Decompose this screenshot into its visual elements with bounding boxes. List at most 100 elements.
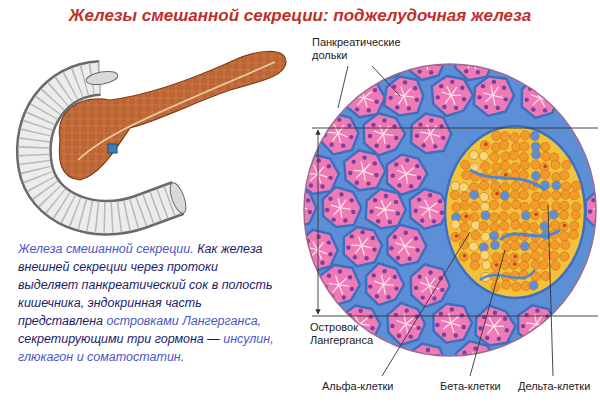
islet-cell — [531, 160, 540, 169]
nucleus — [435, 50, 439, 54]
acinus-lumen — [493, 95, 495, 105]
nucleus — [593, 315, 597, 319]
description-text: Железа смешанной секреции. Как железа вн… — [18, 240, 276, 366]
acinus — [366, 189, 406, 228]
nucleus — [300, 294, 304, 298]
islet-cell — [470, 261, 479, 270]
nucleus — [492, 80, 496, 84]
granule — [563, 224, 567, 228]
nucleus — [553, 66, 557, 70]
nucleus — [457, 59, 461, 63]
acinus-lumen — [584, 325, 588, 334]
islet-cell — [469, 150, 478, 159]
acinus-lumen — [507, 56, 517, 57]
nucleus — [308, 210, 312, 214]
nucleus — [325, 208, 329, 212]
acinus — [298, 155, 339, 194]
acinus-lumen — [381, 50, 385, 59]
granule — [543, 165, 547, 169]
islet-cell — [451, 182, 460, 191]
acinus-lumen — [597, 210, 600, 218]
nucleus — [415, 164, 419, 168]
islet-cell — [480, 250, 489, 259]
nucleus — [369, 314, 373, 318]
nucleus — [353, 255, 357, 259]
islet-cell — [541, 271, 550, 280]
nucleus — [382, 269, 386, 273]
nucleus — [282, 132, 286, 136]
acinus-body — [543, 345, 581, 385]
islet-cell — [551, 261, 560, 270]
acinus-lumen — [430, 126, 436, 134]
acinus-lumen — [494, 319, 501, 326]
islet-cell — [521, 221, 530, 230]
acinus-lumen — [385, 59, 395, 60]
nucleus — [296, 373, 300, 377]
acinus-lumen — [290, 132, 298, 138]
nucleus — [390, 324, 394, 328]
acinus-lumen — [309, 97, 317, 103]
nucleus — [382, 118, 386, 122]
acinus-lumen — [420, 363, 427, 370]
islet-cell — [512, 200, 521, 209]
acinus-lumen — [552, 53, 561, 56]
acinus-lumen — [356, 171, 364, 178]
acinus-lumen — [491, 86, 493, 96]
islet-cell — [500, 132, 509, 141]
acinus-lumen — [291, 353, 293, 363]
nucleus — [464, 69, 468, 73]
acinus-lumen — [425, 200, 429, 209]
nucleus — [592, 352, 596, 356]
acinus-lumen — [517, 57, 527, 59]
acinus-body — [585, 37, 600, 76]
nucleus — [370, 363, 374, 367]
acinus-lumen — [557, 48, 562, 57]
islet-cell — [560, 201, 569, 210]
acinus-lumen — [340, 208, 350, 209]
acinus-lumen — [514, 362, 524, 363]
acinus-lumen — [406, 168, 414, 174]
islet-cell — [510, 190, 519, 199]
acinus-lumen — [405, 246, 409, 255]
nucleus — [350, 287, 354, 291]
acinus-body — [384, 77, 423, 116]
acinus-lumen — [561, 49, 568, 56]
islet-cell — [490, 231, 499, 240]
acinus-body — [410, 189, 449, 229]
islet-cell — [499, 211, 508, 220]
acinus-lumen — [598, 57, 600, 65]
nucleus — [417, 275, 421, 279]
acinus — [279, 189, 317, 227]
acinus-lumen — [294, 198, 297, 208]
acinus-lumen — [473, 51, 478, 60]
acinus-body — [586, 189, 600, 230]
nucleus — [301, 97, 305, 101]
islet-cell — [490, 213, 499, 222]
acinus-lumen — [404, 96, 407, 106]
nucleus — [502, 57, 506, 61]
acinus — [364, 113, 406, 155]
nucleus — [450, 307, 454, 311]
acinus — [543, 345, 581, 385]
nucleus — [300, 218, 304, 222]
nucleus — [590, 132, 594, 136]
nucleus — [329, 350, 333, 354]
acinus-lumen — [406, 318, 414, 324]
nucleus — [373, 88, 377, 92]
islet-cell — [561, 240, 570, 249]
acinus-lumen — [493, 87, 499, 95]
acinus — [432, 76, 473, 116]
nucleus — [286, 121, 290, 125]
nucleus — [438, 365, 442, 369]
duodenum-opening — [85, 69, 119, 86]
acinus — [522, 77, 560, 118]
acinus-lumen — [298, 126, 306, 132]
nucleus — [296, 117, 300, 121]
description-part: Железа смешанной секреции. — [18, 242, 194, 256]
acinus-body — [432, 76, 473, 116]
acinus-lumen — [361, 161, 364, 171]
nucleus — [352, 86, 356, 90]
acinus-lumen — [340, 208, 341, 218]
acinus-lumen — [293, 124, 298, 133]
pancreas-illustration — [34, 51, 286, 217]
